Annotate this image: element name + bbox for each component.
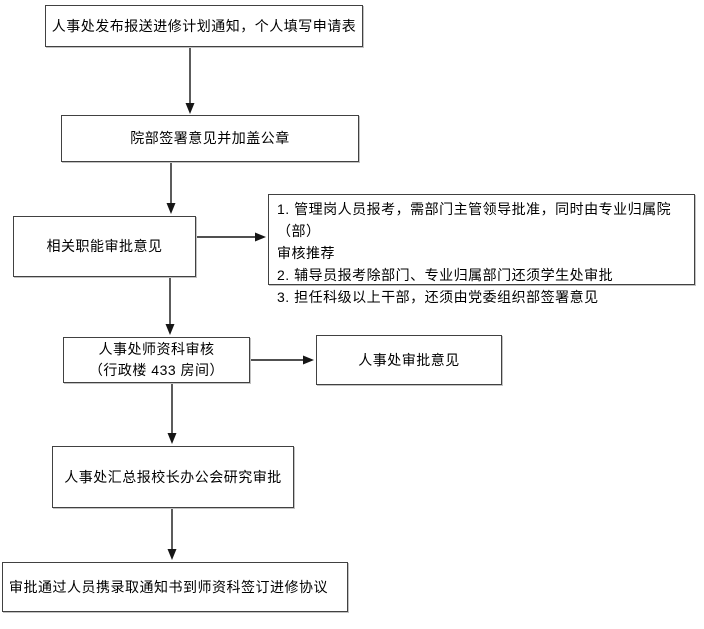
flow-node-functional-approval: 相关职能审批意见	[13, 216, 196, 277]
arrow-functional-approval-to-teacher-section-review	[165, 278, 175, 335]
flow-node-sign-agreement: 审批通过人员携录取通知书到师资科签订进修协议	[2, 562, 348, 612]
arrow-dept-sign-to-functional-approval	[166, 163, 176, 214]
flow-node-announce: 人事处发布报送进修计划通知，个人填写申请表	[45, 5, 363, 47]
arrow-functional-approval-to-approval-notes	[197, 232, 266, 242]
flow-node-approval-notes: 1. 管理岗人员报考，需部门主管领导批准，同时由专业归属院（部） 审核推荐 2.…	[268, 194, 695, 305]
arrow-teacher-section-review-to-hr-approval-opinion	[251, 355, 314, 365]
flow-node-hr-approval-opinion: 人事处审批意见	[316, 335, 502, 385]
arrow-announce-to-dept-sign	[185, 48, 195, 114]
arrow-president-office-approval-to-sign-agreement	[167, 509, 177, 560]
flow-node-president-office-approval: 人事处汇总报校长办公会研究审批	[52, 446, 294, 508]
flow-node-teacher-section-review: 人事处师资科审核 （行政楼 433 房间）	[63, 337, 250, 383]
arrow-teacher-section-review-to-president-office-approval	[167, 384, 177, 444]
flow-node-dept-sign: 院部签署意见并加盖公章	[61, 115, 359, 162]
